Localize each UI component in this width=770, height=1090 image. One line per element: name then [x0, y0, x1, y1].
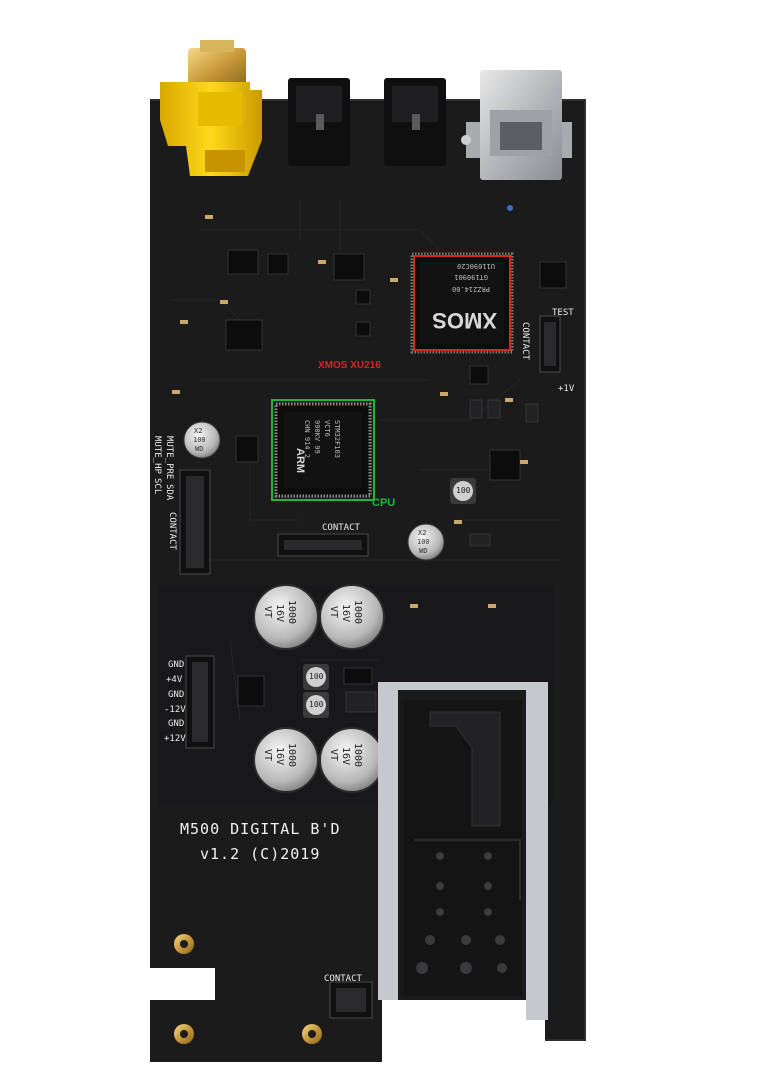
- board-version-label: v1.2 (C)2019: [200, 845, 321, 863]
- power-pin-6: +12V: [164, 734, 186, 744]
- cpu-annotation: CPU: [372, 497, 396, 509]
- large-capacitor-1: [253, 584, 319, 650]
- test-label: TEST: [552, 308, 574, 318]
- cap1-value: 1000: [286, 600, 297, 625]
- cpu-marking-2: VCT6: [323, 420, 331, 437]
- cap1-series: VT: [262, 606, 273, 619]
- xmos-brand: XMOS: [432, 308, 497, 333]
- inductor-1: [450, 478, 476, 504]
- small-cap1-code: X2: [194, 427, 203, 435]
- cpu-marking-1: STM32F103: [333, 420, 341, 458]
- power-pin-1: GND: [168, 660, 185, 670]
- xmos-marking-2: GT190901: [454, 273, 488, 281]
- small-cap1-value: 100: [193, 436, 206, 444]
- pin-label-mute-hp: MUTE_HP: [152, 436, 162, 474]
- mounting-hole-1: [174, 934, 194, 954]
- cap3-voltage: 16V: [274, 747, 285, 766]
- xmos-chip: [410, 252, 514, 354]
- heatsink: [378, 682, 548, 1020]
- small-cap2-value: 100: [417, 538, 430, 546]
- cap4-voltage: 16V: [340, 747, 351, 766]
- cap2-series: VT: [328, 606, 339, 619]
- contact-label-left: CONTACT: [167, 512, 177, 550]
- optical-connector-1: [288, 78, 350, 166]
- pin-label-mute-pre: MUTE_PRE: [164, 436, 174, 480]
- plus1v-label: +1V: [558, 384, 575, 394]
- cap1-voltage: 16V: [274, 604, 285, 623]
- large-capacitor-3: [253, 727, 319, 793]
- cap2-value: 1000: [352, 600, 363, 625]
- inductor-2: [303, 664, 329, 690]
- cap3-value: 1000: [286, 743, 297, 768]
- cap4-value: 1000: [352, 743, 363, 768]
- pin-label-sda: SDA: [164, 484, 174, 501]
- xmos-marking-1: U11690C20: [457, 262, 495, 270]
- inductor-3: [303, 692, 329, 718]
- power-pin-2: +4V: [166, 675, 183, 685]
- inductor-2-value: 100: [309, 672, 324, 681]
- inductor-3-value: 100: [309, 700, 324, 709]
- board-model-label: M500 DIGITAL B'D: [180, 820, 341, 838]
- mounting-hole-2: [174, 1024, 194, 1044]
- cap4-series: VT: [328, 749, 339, 762]
- small-cap2-series: WD: [419, 547, 428, 555]
- contact-label-top: CONTACT: [322, 523, 360, 533]
- power-pin-4: -12V: [164, 705, 186, 715]
- optical-connector-2: [384, 78, 446, 166]
- small-capacitor-2: [407, 523, 445, 561]
- cpu-chip: [271, 399, 375, 501]
- small-capacitor-1: [183, 421, 221, 459]
- mounting-hole-3: [302, 1024, 322, 1044]
- usb-b-connector: [466, 70, 572, 180]
- cpu-marking-3: 990KV 99: [313, 420, 321, 454]
- cap2-voltage: 16V: [340, 604, 351, 623]
- cpu-brand: ARM: [294, 448, 306, 474]
- contact-label-bottom: CONTACT: [324, 974, 362, 984]
- large-capacitor-2: [319, 584, 385, 650]
- power-pin-3: GND: [168, 690, 185, 700]
- inductor-1-value: 100: [456, 486, 471, 495]
- xmos-marking-3: PRZ214.00: [452, 285, 490, 293]
- small-cap1-series: WD: [195, 445, 204, 453]
- rca-connector: [160, 40, 262, 176]
- power-pin-5: GND: [168, 719, 185, 729]
- pin-label-scl: SCL: [152, 478, 162, 495]
- cap3-series: VT: [262, 749, 273, 762]
- contact-label-xmos: CONTACT: [520, 322, 530, 360]
- small-cap2-code: X2: [418, 529, 427, 537]
- xmos-annotation: XMOS XU216: [318, 360, 381, 371]
